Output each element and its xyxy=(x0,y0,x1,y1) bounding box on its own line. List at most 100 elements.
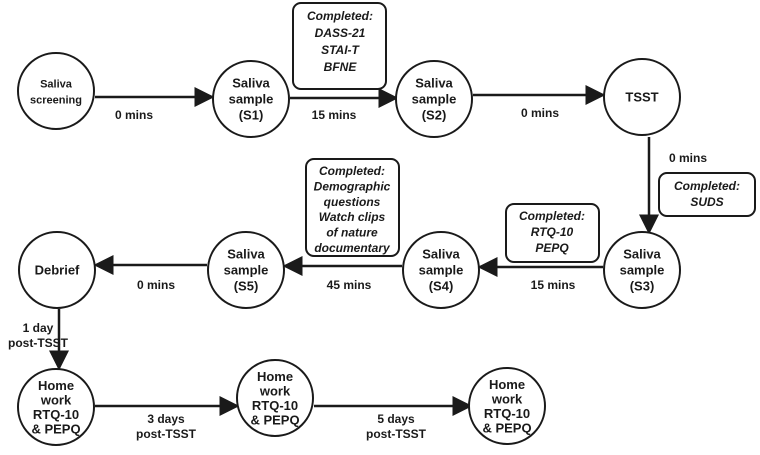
edge-tsst-to-s3: 0 mins xyxy=(639,137,707,235)
node-label: RTQ-10 xyxy=(252,398,298,413)
node-label: sample xyxy=(224,263,269,278)
node-label: Home xyxy=(257,369,293,384)
edge-label: 0 mins xyxy=(521,106,559,120)
node-circle xyxy=(402,231,480,309)
node-circle xyxy=(207,231,285,309)
node-circle xyxy=(603,231,681,309)
note-text: RTQ-10 xyxy=(531,225,574,239)
node-label: RTQ-10 xyxy=(33,407,79,422)
node-label: sample xyxy=(412,92,457,107)
node-circle xyxy=(212,60,290,138)
node-label: sample xyxy=(620,263,665,278)
note-box xyxy=(505,203,600,263)
node-label: Home xyxy=(489,377,525,392)
edge-label: 0 mins xyxy=(115,108,153,122)
node-circle xyxy=(17,368,95,446)
node-circle xyxy=(603,58,681,136)
node-label: (S2) xyxy=(422,108,447,123)
note-text: Watch clips xyxy=(319,210,386,224)
note-box xyxy=(305,158,400,257)
note-box xyxy=(658,172,756,217)
note-text: Completed: xyxy=(307,9,373,23)
note-note-tsst-s3: Completed: SUDS xyxy=(658,172,756,217)
edge-label: 5 days xyxy=(377,412,415,426)
node-label: sample xyxy=(229,92,274,107)
node-saliva-screening: Saliva screening xyxy=(17,52,95,130)
note-text: questions xyxy=(324,195,381,209)
node-label: (S1) xyxy=(239,108,264,123)
edge-s5-to-debrief: 0 mins xyxy=(93,255,207,292)
edge-label: 45 mins xyxy=(327,278,372,292)
node-circle xyxy=(18,231,96,309)
node-label: screening xyxy=(30,95,82,107)
note-text: documentary xyxy=(314,241,391,255)
edge-s4-to-s5: 45 mins xyxy=(282,256,402,292)
node-label: Saliva xyxy=(415,76,453,91)
node-label: Saliva xyxy=(232,76,270,91)
note-text: of nature xyxy=(326,226,378,240)
edge-s2-to-tsst: 0 mins xyxy=(473,85,606,120)
node-label: (S4) xyxy=(429,279,454,294)
node-debrief: Debrief xyxy=(18,231,96,309)
node-circle xyxy=(236,359,314,437)
node-circle xyxy=(395,60,473,138)
edge-s1-to-s2: 15 mins xyxy=(290,88,399,122)
node-label: work xyxy=(40,392,72,407)
note-text: Completed: xyxy=(674,179,740,193)
edge-screening-to-s1: 0 mins xyxy=(95,87,215,122)
node-label: Saliva xyxy=(227,247,265,262)
note-box xyxy=(292,2,387,90)
edge-label: 0 mins xyxy=(137,278,175,292)
edge-label: 15 mins xyxy=(312,108,357,122)
node-label: sample xyxy=(419,263,464,278)
node-label: Debrief xyxy=(35,263,80,278)
edge-label: 3 days xyxy=(147,412,185,426)
node-label: & PEPQ xyxy=(250,412,299,427)
note-text: Demographic xyxy=(314,179,391,193)
note-text: BFNE xyxy=(324,60,358,74)
node-label: & PEPQ xyxy=(482,420,531,435)
node-label: Home xyxy=(38,378,74,393)
node-label: & PEPQ xyxy=(31,421,80,436)
edge-label: post-TSST xyxy=(8,336,69,350)
node-label: Saliva xyxy=(623,247,661,262)
note-text: Completed: xyxy=(319,164,385,178)
node-label: (S5) xyxy=(234,279,259,294)
node-label: work xyxy=(491,391,523,406)
node-label: Saliva xyxy=(40,79,73,91)
node-circle xyxy=(17,52,95,130)
edge-label: 15 mins xyxy=(531,278,576,292)
note-text: DASS-21 xyxy=(315,26,366,40)
edge-label: 0 mins xyxy=(669,151,707,165)
edge-s3-to-s4: 15 mins xyxy=(477,257,603,292)
edge-label: post-TSST xyxy=(136,427,197,441)
edge-label: post-TSST xyxy=(366,427,427,441)
note-text: Completed: xyxy=(519,209,585,223)
edge-label: 1 day xyxy=(23,321,54,335)
node-label: TSST xyxy=(625,90,658,105)
node-label: (S3) xyxy=(630,279,655,294)
note-text: SUDS xyxy=(690,195,723,209)
node-tsst: TSST xyxy=(603,58,681,136)
node-label: RTQ-10 xyxy=(484,406,530,421)
node-circle xyxy=(468,367,546,445)
node-label: Saliva xyxy=(422,247,460,262)
note-text: STAI-T xyxy=(321,43,360,57)
node-label: work xyxy=(259,383,291,398)
note-text: PEPQ xyxy=(535,241,569,255)
